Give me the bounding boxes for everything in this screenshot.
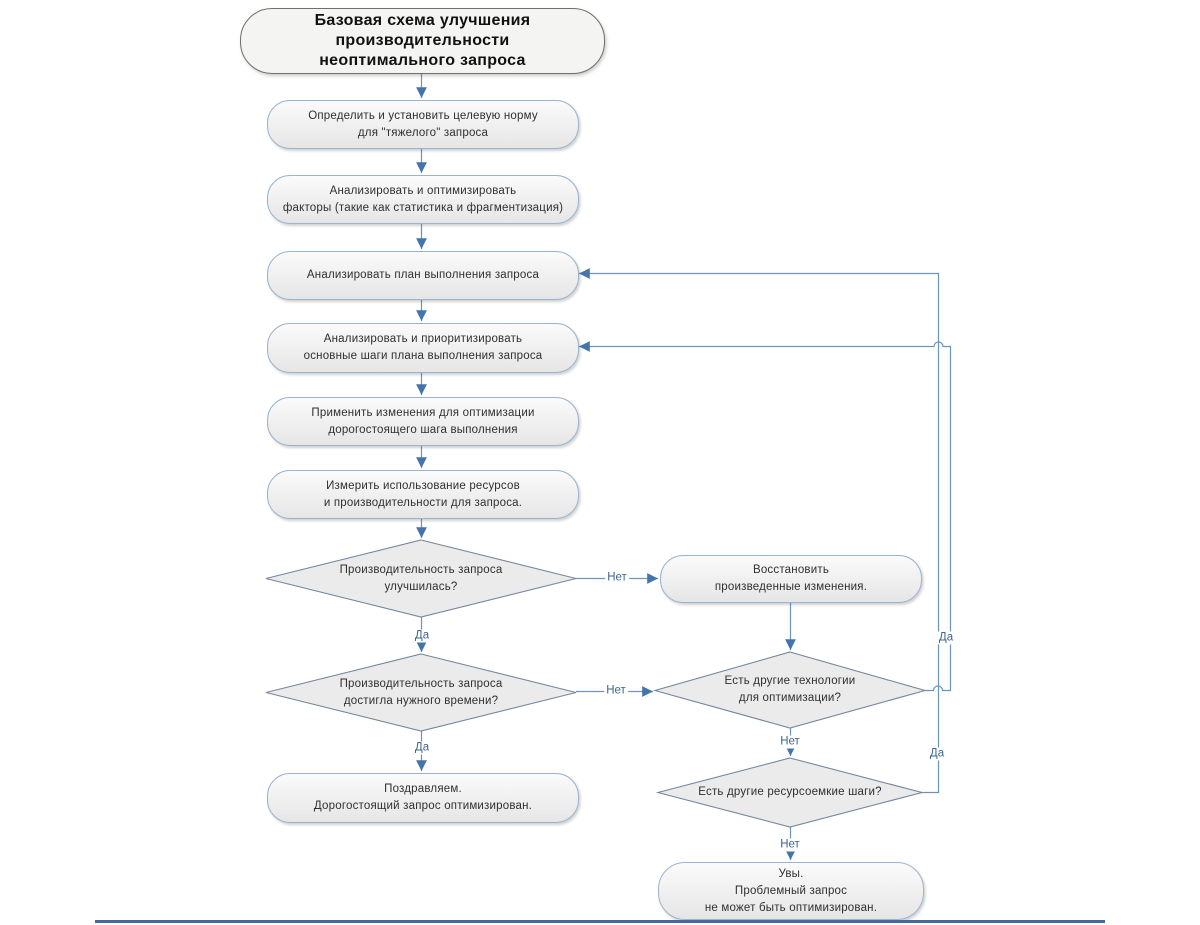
feedback-othertech-yes-to-prioritize [579,341,952,692]
node-text-line: Производительность запроса [339,563,503,576]
node-text-line: Проблемный запрос [734,884,848,897]
node-text-line: Анализировать и оптимизировать [329,184,517,197]
node-text-line: для "тяжелого" запроса [357,126,489,139]
edge-label-yes: Да [412,741,432,755]
node-text-line: улучшилась? [384,580,458,593]
diamond-target-time [265,653,577,732]
diamond-other-steps [655,757,925,828]
node-measure-resources: Измерить использование ресурсов и произв… [267,470,579,519]
node-analyze-plan: Анализировать план выполнения запроса [267,251,579,300]
node-text-line: достигла нужного времени? [343,694,499,707]
edge-label-no: Нет [605,571,629,585]
diamond-improved [265,539,577,618]
feedback-othersteps-yes-to-plan [579,268,940,794]
node-title: Базовая схема улучшения производительнос… [240,8,605,74]
decision-other-tech: Есть другие технологии для оптимизации? [680,652,900,728]
node-text-line: факторы (такие как статистика и фрагмент… [282,201,564,214]
edge-label-yes: Да [412,629,432,643]
bottom-rule [95,920,1105,923]
edge-label-yes: Да [927,747,947,761]
diamond-other-tech [652,651,928,729]
node-text-line: дорогостоящего шага выполнения [328,423,518,436]
node-congrats: Поздравляем. Дорогостоящий запрос оптими… [267,773,579,823]
edge-label-no: Нет [778,838,802,852]
node-text-line: Измерить использование ресурсов [326,479,520,492]
node-text-line: Применить изменения для оптимизации [311,406,535,419]
edge-label-no: Нет [778,735,802,749]
node-apply-changes: Применить изменения для оптимизации доро… [267,397,579,446]
decision-other-steps: Есть другие ресурсоемкие шаги? [680,758,900,827]
node-text-line: не может быть оптимизирован. [704,901,878,914]
node-optimize-factors: Анализировать и оптимизировать факторы (… [267,175,579,224]
node-text-line: Увы. [778,867,804,880]
node-text-line: Производительность запроса [339,677,503,690]
node-text-line: для оптимизации? [738,692,842,704]
decision-improved: Производительность запроса улучшилась? [296,540,546,617]
node-text-line: произведенные изменения. [714,581,868,593]
node-title-line: неоптимального запроса [319,52,526,69]
node-title-line: производительности [335,32,510,49]
node-text-line: Анализировать и приоритизировать [323,333,523,345]
node-text-line: Есть другие ресурсоемкие шаги? [698,786,882,798]
node-text-line: Анализировать план выполнения запроса [306,269,540,281]
decision-target-time: Производительность запроса достигла нужн… [296,654,546,731]
node-alas: Увы. Проблемный запрос не может быть опт… [658,862,924,920]
node-text-line: Есть другие технологии [724,675,856,687]
node-set-target: Определить и установить целевую норму дл… [267,100,579,149]
node-text-line: и производительности для запроса. [323,496,523,509]
edge-label-no: Нет [604,684,628,698]
node-text-line: основные шаги плана выполнения запроса [303,350,543,362]
node-text-line: Дорогостоящий запрос оптимизирован. [313,800,533,812]
node-text-line: Поздравляем. [384,783,462,795]
node-title-line: Базовая схема улучшения [314,12,531,29]
edge-label-yes: Да [936,631,956,645]
node-rollback: Восстановить произведенные изменения. [660,555,922,603]
node-text-line: Восстановить [752,564,830,576]
node-text-line: Определить и установить целевую норму [308,109,538,122]
node-prioritize-steps: Анализировать и приоритизировать основны… [267,323,579,373]
